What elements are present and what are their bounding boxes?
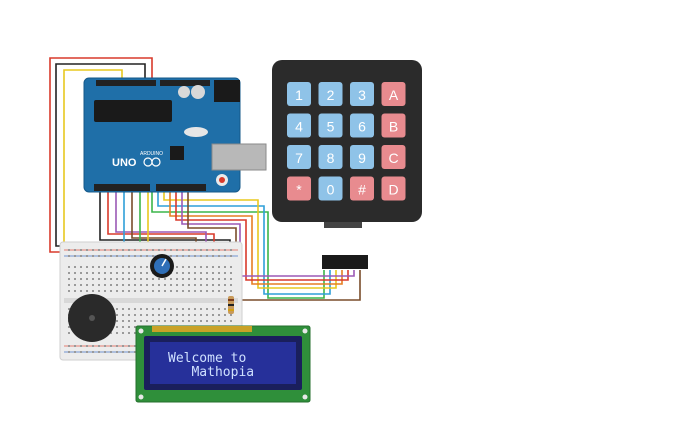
- piezo-buzzer: [68, 294, 116, 342]
- keypad-key-label: 9: [358, 150, 366, 166]
- keypad-connector: [322, 255, 368, 269]
- board-label: UNO: [112, 157, 137, 169]
- keypad-key-label: #: [358, 182, 366, 198]
- power-jack: [214, 80, 240, 102]
- keypad-4x4: 1 2 3 A 4 5 6 B 7 8 9 C * 0 # D: [272, 60, 422, 269]
- analog-header: [156, 184, 206, 191]
- usb-port: [211, 143, 267, 171]
- keypad-key-label: 0: [327, 182, 335, 198]
- keypad-key: [350, 176, 374, 201]
- keypad-key: [318, 82, 343, 106]
- keypad-key: [350, 113, 374, 138]
- keypad-key: [287, 176, 311, 201]
- keypad-key-label: 6: [358, 119, 366, 135]
- keypad-keys: 1 2 3 A 4 5 6 B 7 8 9 C * 0 # D: [287, 82, 406, 201]
- keypad-key: [287, 145, 311, 169]
- keypad-key: [318, 145, 343, 169]
- keypad-key: [318, 113, 343, 138]
- keypad-key-label: D: [388, 182, 398, 198]
- capacitor-1: [191, 85, 205, 99]
- keypad-key-label: C: [388, 150, 398, 166]
- usb-chip: [170, 146, 184, 160]
- arduino-uno-board: UNO ARDUINO: [83, 77, 267, 193]
- lcd-line-2: Mathopia: [168, 365, 254, 380]
- lcd-pin-header: [152, 326, 252, 332]
- keypad-key: [287, 113, 311, 138]
- keypad-key: [381, 82, 406, 106]
- lcd-screen: [150, 342, 296, 384]
- resistor: [228, 296, 234, 314]
- keypad-key-label: 2: [327, 87, 335, 103]
- keypad-key-label: 8: [327, 150, 335, 166]
- atmega-chip: [94, 100, 172, 122]
- keypad-key-label: 1: [295, 87, 303, 103]
- keypad-key: [287, 82, 311, 106]
- keypad-ribbon: [324, 222, 362, 228]
- keypad-key-label: B: [389, 119, 398, 135]
- digital-header-top-right: [160, 80, 210, 86]
- keypad-key: [350, 145, 374, 169]
- keypad-key-label: 4: [295, 119, 303, 135]
- brand-label: ARDUINO: [140, 151, 163, 157]
- keypad-key: [318, 176, 343, 201]
- lcd-16x2: Welcome to Mathopia: [135, 325, 311, 403]
- capacitor-2: [178, 86, 190, 98]
- keypad-key-label: 5: [327, 119, 335, 135]
- keypad-key: [381, 176, 406, 201]
- power-header: [94, 184, 150, 191]
- potentiometer: [150, 254, 174, 278]
- keypad-key-label: 3: [358, 87, 366, 103]
- crystal: [184, 127, 208, 137]
- digital-header-top-left: [96, 80, 156, 86]
- lcd-line-1: Welcome to: [168, 351, 246, 366]
- keypad-key-label: *: [296, 182, 302, 198]
- keypad-key-label: A: [389, 87, 399, 103]
- keypad-key-label: 7: [295, 150, 303, 166]
- keypad-key: [350, 82, 374, 106]
- keypad-key: [381, 145, 406, 169]
- keypad-key: [381, 113, 406, 138]
